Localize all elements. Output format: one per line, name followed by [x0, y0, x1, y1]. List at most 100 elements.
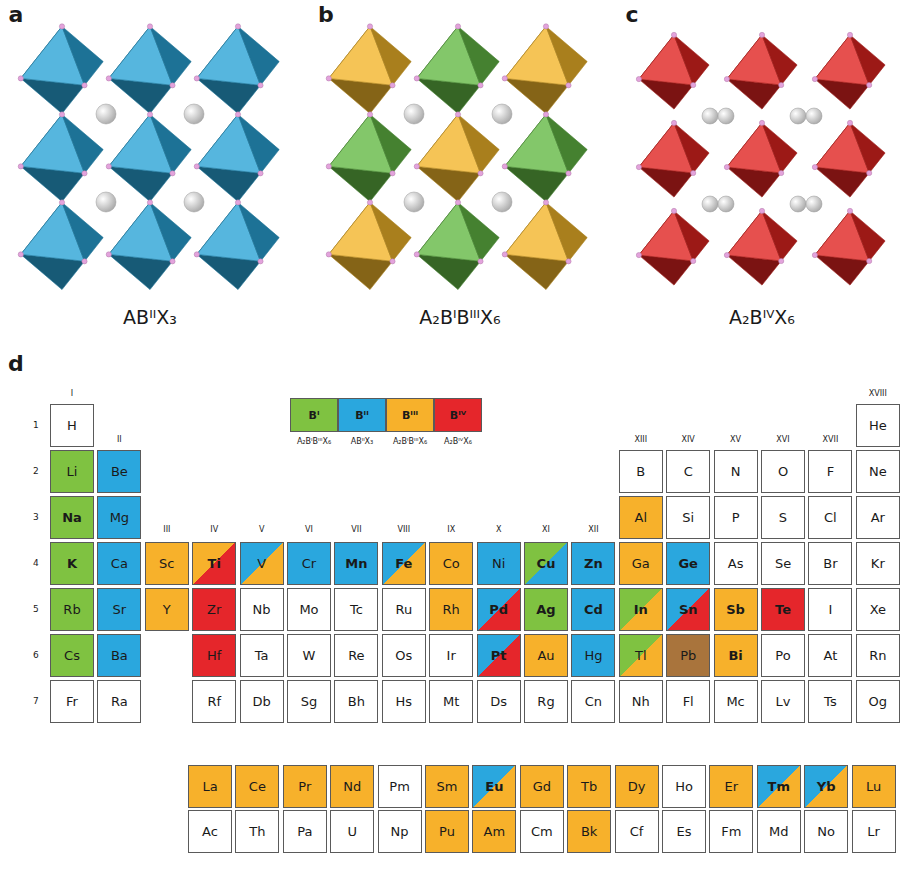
element-cell: Ce: [235, 765, 279, 808]
element-symbol: Ce: [249, 779, 266, 794]
group-number: XIV: [682, 435, 695, 444]
element-symbol: Fl: [683, 694, 694, 709]
element-cell: As: [714, 542, 758, 585]
element-symbol: Au: [537, 648, 554, 663]
octahedron-face: [150, 202, 191, 261]
halide-atom: [478, 259, 483, 264]
element-symbol: Ge: [678, 556, 698, 571]
group-number: XIII: [635, 435, 648, 444]
octahedron-face: [762, 211, 797, 261]
halide-atom: [390, 171, 395, 176]
element-cell: Tb: [567, 765, 611, 808]
halide-atom: [326, 76, 331, 81]
element-symbol: Cd: [584, 602, 603, 617]
halide-atom: [691, 82, 696, 87]
a-cation: [404, 104, 424, 124]
legend-text: Bᴵᴵ: [355, 409, 369, 422]
octahedron-face: [674, 123, 709, 173]
element-cell: Ir: [429, 634, 473, 677]
element-cell: Cn: [571, 680, 615, 723]
element-symbol: Hs: [396, 694, 413, 709]
halide-atom: [867, 170, 872, 175]
a-cation: [806, 196, 822, 212]
period-number: 3: [33, 512, 39, 522]
halide-atom: [390, 83, 395, 88]
element-cell: Cm: [520, 810, 564, 853]
element-symbol: Tm: [768, 779, 790, 794]
element-cell: W: [287, 634, 331, 677]
element-symbol: Th: [249, 824, 265, 839]
element-symbol: Md: [769, 824, 788, 839]
halide-atom: [847, 120, 852, 125]
element-symbol: Al: [635, 510, 648, 525]
element-cell: Fe: [382, 542, 426, 585]
formula-label: A₂BᴵⱽX₆: [729, 307, 795, 329]
element-symbol: La: [202, 779, 217, 794]
group-number: VI: [305, 525, 313, 534]
group-number: XI: [542, 525, 550, 534]
element-cell: Er: [709, 765, 753, 808]
element-symbol: Te: [775, 602, 791, 617]
halide-atom: [18, 252, 23, 257]
panel-letter: c: [626, 2, 639, 27]
element-cell: Se: [761, 542, 805, 585]
octahedron-face: [458, 26, 499, 85]
halide-atom: [543, 24, 548, 29]
element-symbol: Bk: [581, 824, 597, 839]
element-symbol: Rn: [869, 648, 886, 663]
element-symbol: Fe: [395, 556, 412, 571]
element-cell: V: [240, 542, 284, 585]
halide-atom: [867, 82, 872, 87]
element-symbol: Si: [682, 510, 694, 525]
panel-letter: a: [9, 2, 24, 27]
halide-atom: [779, 170, 784, 175]
element-symbol: Mn: [345, 556, 367, 571]
element-cell: Fr: [50, 680, 94, 723]
octahedron: [502, 200, 587, 290]
element-symbol: Pm: [389, 779, 410, 794]
element-symbol: Cr: [302, 556, 316, 571]
octahedron: [414, 24, 499, 114]
octahedron-face: [150, 26, 191, 85]
group-number: V: [259, 525, 264, 534]
element-cell: Cr: [287, 542, 331, 585]
element-symbol: Sn: [679, 602, 698, 617]
element-cell: Eu: [472, 765, 516, 808]
legend-swatch: Bᴵᴵ: [338, 398, 386, 432]
element-symbol: O: [778, 464, 788, 479]
halide-atom: [170, 259, 175, 264]
halide-atom: [724, 165, 729, 170]
element-cell: Mo: [287, 588, 331, 631]
element-cell: Rb: [50, 588, 94, 631]
element-symbol: Ni: [492, 556, 505, 571]
element-cell: Y: [145, 588, 189, 631]
element-cell: Ba: [97, 634, 141, 677]
halide-atom: [566, 171, 571, 176]
octahedron: [636, 32, 709, 109]
element-cell: Lr: [852, 810, 896, 853]
octahedron-face: [238, 26, 279, 85]
halide-atom: [367, 112, 372, 117]
halide-atom: [194, 76, 199, 81]
panel-letter: d: [8, 351, 24, 376]
a-cation: [184, 192, 204, 212]
halide-atom: [759, 120, 764, 125]
group-number: XV: [730, 435, 741, 444]
halide-atom: [147, 200, 152, 205]
halide-atom: [566, 83, 571, 88]
group-number: IV: [210, 525, 218, 534]
group-number: I: [71, 389, 73, 398]
element-cell: Sb: [714, 588, 758, 631]
element-symbol: Ir: [447, 648, 456, 663]
octahedron: [194, 24, 279, 114]
octahedron: [414, 112, 499, 202]
element-symbol: Nh: [632, 694, 650, 709]
element-symbol: Cm: [531, 824, 553, 839]
element-cell: Pm: [378, 765, 422, 808]
period-number: 1: [33, 420, 39, 430]
legend-swatch: Bᴵ: [290, 398, 338, 432]
halide-atom: [194, 252, 199, 257]
halide-atom: [636, 77, 641, 82]
octahedron: [812, 208, 885, 285]
a-cation: [702, 108, 718, 124]
